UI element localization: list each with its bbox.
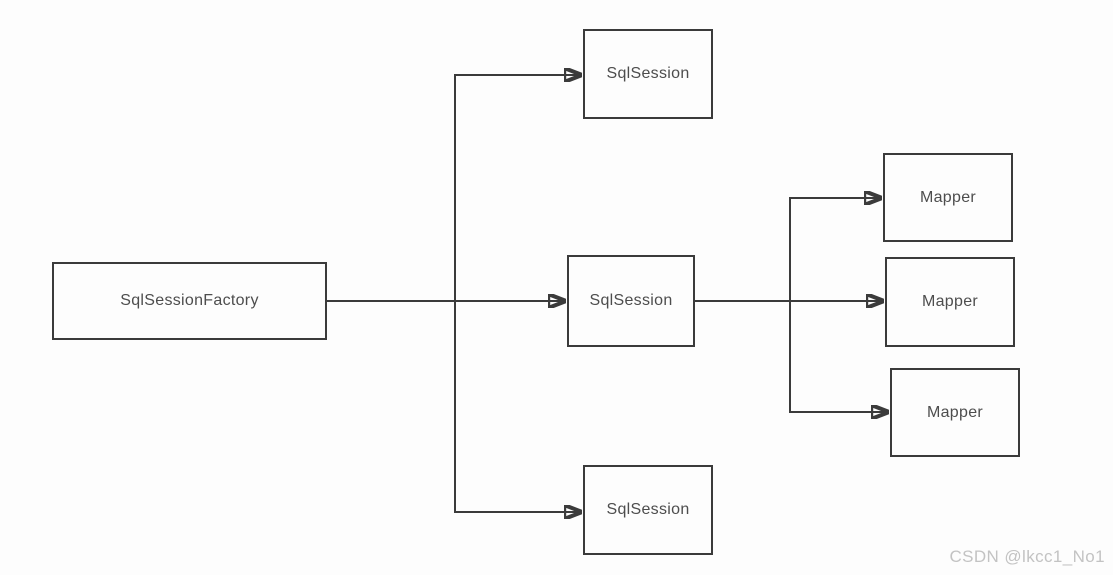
- node-mapper-bottom: Mapper: [890, 368, 1020, 457]
- edge-factory-to-session-bottom: [454, 301, 581, 512]
- csdn-watermark: CSDN @lkcc1_No1: [949, 547, 1105, 566]
- node-mapper-top: Mapper: [883, 153, 1013, 242]
- edge-session-to-mapper-top: [695, 198, 881, 302]
- node-mapper-middle-label: Mapper: [921, 293, 979, 310]
- node-sqlsessionfactory-label: SqlSessionFactory: [120, 292, 259, 309]
- edge-factory-to-session-top: [327, 75, 581, 302]
- node-sqlsession-bottom-label: SqlSession: [606, 501, 690, 518]
- node-mapper-middle: Mapper: [885, 257, 1015, 347]
- node-sqlsession-top-label: SqlSession: [606, 65, 690, 82]
- node-sqlsession-top: SqlSession: [583, 29, 713, 119]
- edge-session-to-mapper-bottom: [789, 301, 888, 412]
- node-sqlsessionfactory: SqlSessionFactory: [52, 262, 327, 340]
- node-mapper-top-label: Mapper: [919, 188, 977, 206]
- node-mapper-bottom-label: Mapper: [926, 403, 984, 421]
- node-sqlsession-middle: SqlSession: [567, 255, 695, 347]
- node-sqlsession-bottom: SqlSession: [583, 465, 713, 555]
- node-sqlsession-middle-label: SqlSession: [589, 292, 673, 309]
